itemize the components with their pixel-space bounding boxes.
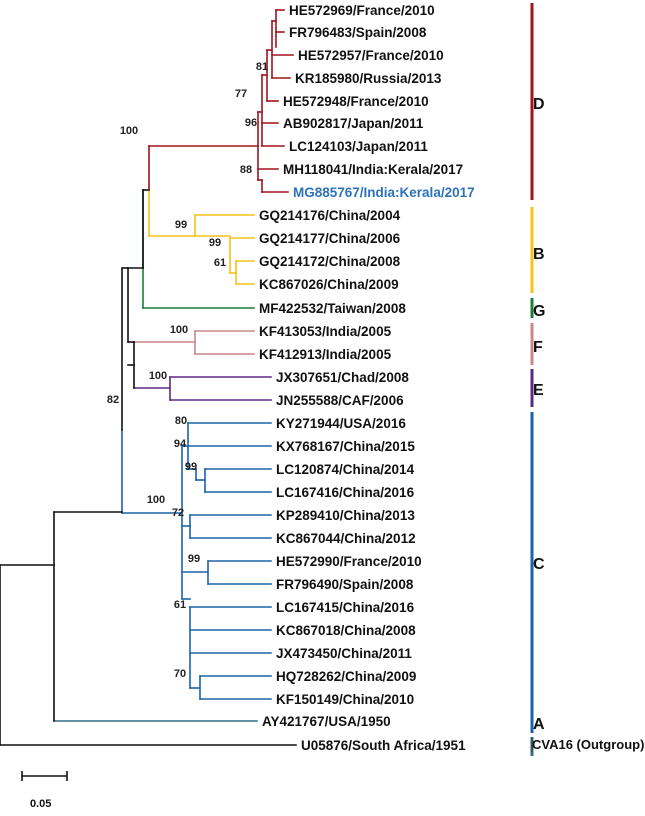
- clade-letter: A: [533, 716, 545, 733]
- leaf-label: KC867026/China/2009: [259, 277, 399, 292]
- leaf-label: HQ728262/China/2009: [276, 669, 416, 684]
- clade-letter: G: [533, 303, 545, 320]
- bootstrap-value: 82: [107, 394, 119, 406]
- scale-bar: 0.05: [21, 771, 68, 810]
- leaf-label: LC167416/China/2016: [276, 485, 415, 500]
- leaf-label: JX307651/Chad/2008: [276, 370, 409, 385]
- bootstrap-value: 100: [120, 125, 138, 137]
- bootstrap-value: 72: [172, 507, 184, 519]
- leaf-label: KC867018/China/2008: [276, 623, 416, 638]
- leaf-label: JX473450/China/2011: [276, 646, 412, 661]
- bootstrap-value: 61: [214, 257, 226, 269]
- leaf-label: KX768167/China/2015: [276, 439, 415, 454]
- bootstrap-value: 96: [245, 117, 257, 129]
- leaf-label: MF422532/Taiwan/2008: [259, 301, 406, 316]
- leaf-label: KF150149/China/2010: [276, 692, 414, 707]
- leaf-label: LC120874/China/2014: [276, 462, 415, 477]
- leaf-label: HE572957/France/2010: [298, 48, 444, 63]
- leaf-label: AY421767/USA/1950: [262, 714, 391, 729]
- leaf-label: KP289410/China/2013: [276, 508, 415, 523]
- leaf-label: FR796490/Spain/2008: [276, 577, 414, 592]
- clade-letter: C: [533, 556, 545, 573]
- leaf-label: GQ214177/China/2006: [259, 231, 401, 246]
- bootstrap-value: 81: [256, 61, 268, 73]
- tree-branches: [0, 9, 297, 746]
- bootstrap-value: 99: [185, 461, 197, 473]
- leaf-label: GQ214172/China/2008: [259, 254, 401, 269]
- leaf-label: AB902817/Japan/2011: [283, 116, 424, 131]
- leaf-label: LC124103/Japan/2011: [289, 139, 428, 154]
- leaf-label: GQ214176/China/2004: [259, 208, 401, 223]
- clade-bars: D B G F E C A: [530, 3, 545, 756]
- bootstrap-value: 99: [188, 553, 200, 565]
- leaf-label: KC867044/China/2012: [276, 531, 416, 546]
- clade-letter: E: [533, 382, 544, 399]
- bootstrap-values: 81 77 96 100 88 99 99 61 100 100 82 80 9…: [107, 61, 268, 680]
- bootstrap-value: 99: [175, 219, 187, 231]
- bootstrap-value: 99: [209, 237, 221, 249]
- leaf-label: LC167415/China/2016: [276, 600, 415, 615]
- leaf-label: KR185980/Russia/2013: [295, 71, 442, 86]
- bootstrap-value: 77: [235, 88, 247, 100]
- leaf-label: HE572990/France/2010: [276, 554, 422, 569]
- leaf-label: KF412913/India/2005: [259, 347, 392, 362]
- bootstrap-value: 61: [174, 599, 186, 611]
- outgroup-label: CVA16 (Outgroup): [532, 737, 644, 752]
- leaf-label: JN255588/CAF/2006: [276, 393, 404, 408]
- clade-letter: B: [533, 246, 545, 263]
- leaf-label: KF413053/India/2005: [259, 324, 392, 339]
- leaf-label: MG885767/India:Kerala/2017: [293, 185, 475, 200]
- bootstrap-value: 100: [170, 324, 188, 336]
- leaf-labels: HE572969/France/2010FR796483/Spain/2008H…: [259, 3, 475, 753]
- bootstrap-value: 70: [174, 668, 186, 680]
- leaf-label: HE572969/France/2010: [289, 3, 435, 18]
- clade-letter: F: [533, 339, 543, 356]
- leaf-label: KY271944/USA/2016: [276, 416, 406, 431]
- scale-bar-label: 0.05: [30, 798, 51, 810]
- clade-letter: D: [533, 96, 545, 113]
- bootstrap-value: 100: [147, 494, 165, 506]
- bootstrap-value: 94: [174, 438, 187, 450]
- leaf-label: HE572948/France/2010: [283, 94, 429, 109]
- bootstrap-value: 88: [240, 164, 252, 176]
- leaf-label: MH118041/India:Kerala/2017: [283, 162, 463, 177]
- bootstrap-value: 100: [149, 370, 167, 382]
- leaf-label: FR796483/Spain/2008: [289, 25, 427, 40]
- leaf-label: U05876/South Africa/1951: [301, 738, 466, 753]
- bootstrap-value: 80: [175, 415, 187, 427]
